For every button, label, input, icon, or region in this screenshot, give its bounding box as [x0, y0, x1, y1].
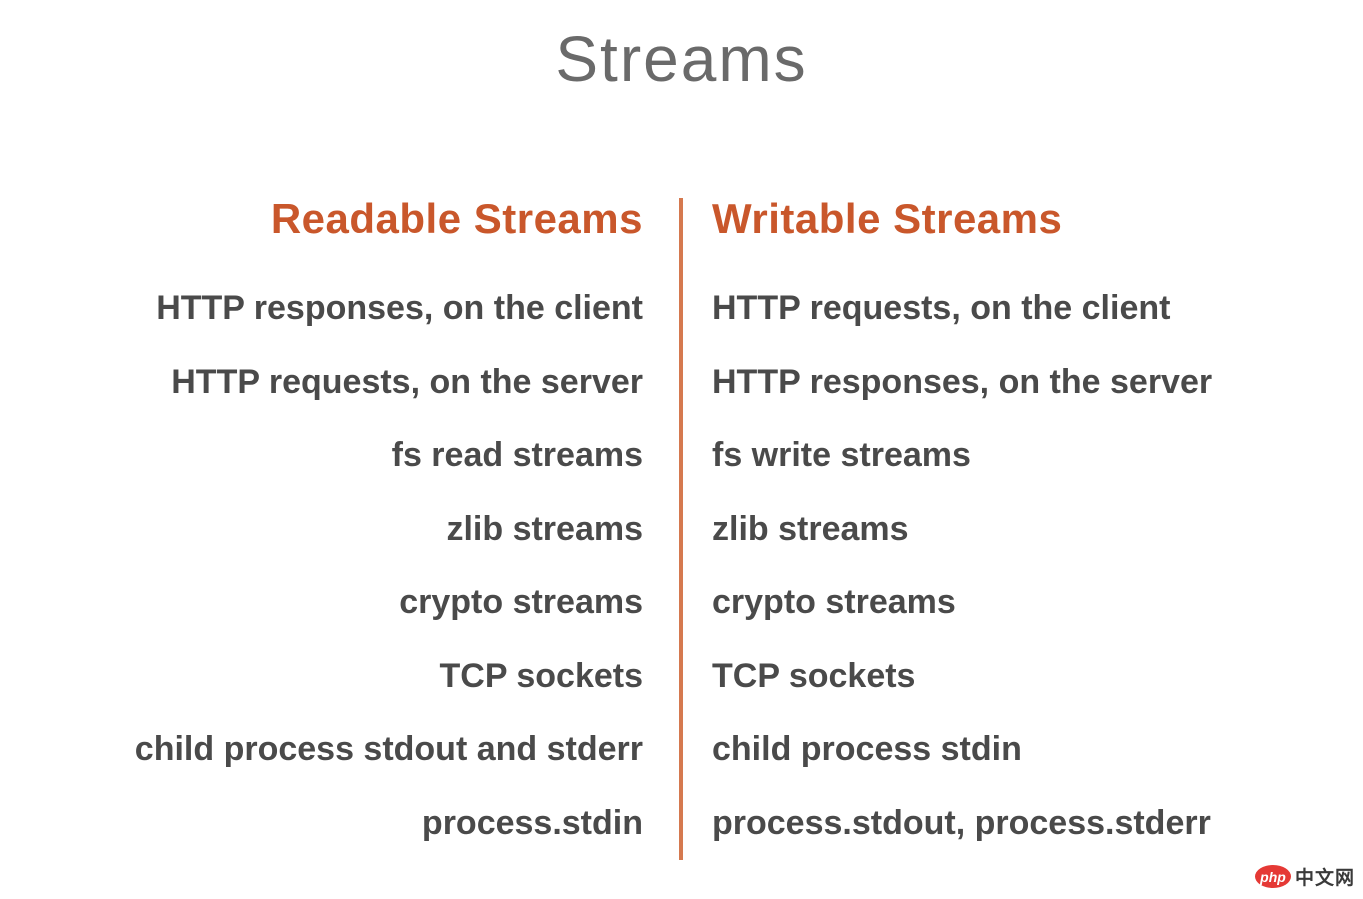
writable-streams-header: Writable Streams [712, 195, 1063, 242]
list-item: zlib streams [446, 509, 643, 548]
list-item: process.stdin [421, 803, 643, 842]
php-logo-icon: php [1254, 865, 1291, 888]
list-item: crypto streams [712, 583, 956, 621]
readable-streams-column: Readable Streams HTTP responses, on the … [0, 190, 679, 860]
list-item: HTTP responses, on the client [156, 289, 643, 327]
list-item: HTTP requests, on the server [171, 362, 643, 401]
list-item: zlib streams [712, 509, 909, 548]
writable-streams-column: Writable Streams HTTP requests, on the c… [683, 190, 1363, 860]
list-item: fs read streams [391, 436, 643, 474]
watermark-text: 中文网 [1294, 868, 1355, 889]
list-item: HTTP responses, on the server [712, 362, 1213, 401]
watermark: php 中文网 [1254, 863, 1355, 890]
list-item: fs write streams [712, 436, 971, 474]
list-item: HTTP requests, on the client [712, 289, 1171, 327]
list-item: process.stdout, process.stderr [712, 803, 1211, 842]
list-item: child process stdout and stderr [134, 730, 643, 768]
list-item: child process stdin [712, 730, 1022, 768]
column-divider [679, 198, 683, 860]
list-item: TCP sockets [712, 656, 916, 695]
page-title: Streams [555, 23, 808, 95]
list-item: crypto streams [399, 583, 643, 621]
readable-streams-header: Readable Streams [270, 195, 643, 242]
streams-comparison-table: Readable Streams HTTP responses, on the … [0, 190, 1363, 860]
list-item: TCP sockets [439, 656, 643, 695]
